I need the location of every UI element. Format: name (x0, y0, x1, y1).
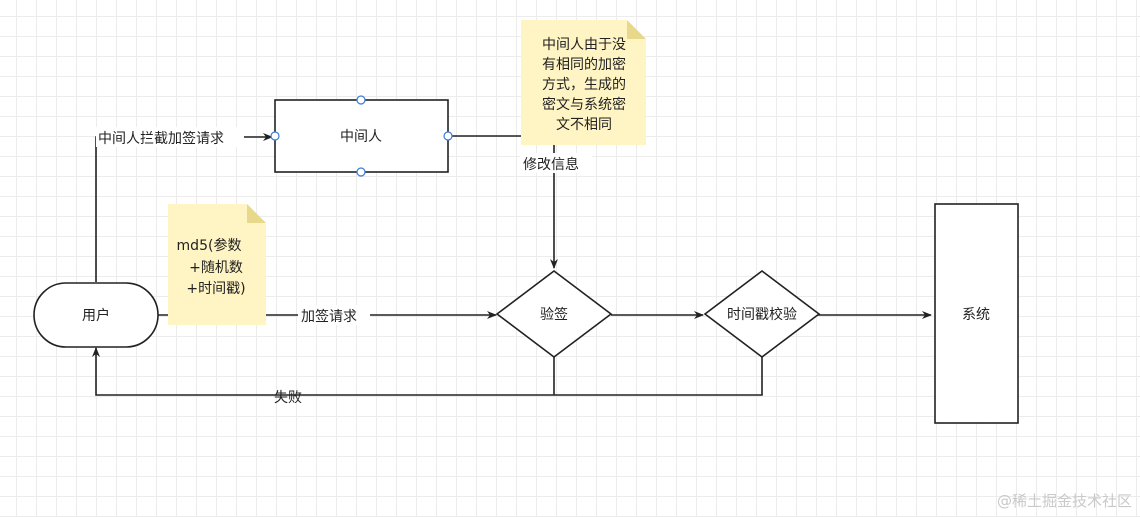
node-user[interactable]: 用户 (33, 282, 159, 348)
node-user-label: 用户 (82, 307, 110, 324)
note-middleman-line: 密文与系统密 (542, 96, 626, 113)
connection-handle-top[interactable] (356, 95, 366, 105)
edge-label-intercept: 中间人拦截加签请求 (98, 130, 224, 147)
note-middleman-line: 方式，生成的 (542, 77, 626, 93)
watermark: @稀土掘金技术社区 (997, 492, 1132, 510)
node-system-label: 系统 (962, 307, 990, 323)
node-timestamp-check-label: 时间戳校验 (727, 306, 797, 323)
connection-handle-left[interactable] (270, 131, 280, 141)
note-middleman-line: 中间人由于没 (542, 37, 626, 53)
note-md5[interactable]: md5(参数 +随机数 +时间戳) (168, 204, 266, 325)
note-middleman[interactable]: 中间人由于没 有相同的加密 方式，生成的 密文与系统密 文不相同 (521, 20, 646, 145)
edge-label-bg (298, 305, 370, 325)
node-system[interactable]: 系统 (934, 203, 1019, 424)
note-md5-line: +时间戳) (186, 281, 245, 297)
node-timestamp-check[interactable]: 时间戳校验 (703, 269, 821, 359)
edge-timestamp-fail-to-user (92, 347, 763, 396)
edge-label-sign-request: 加签请求 (301, 308, 357, 325)
edge-label-modify: 修改信息 (523, 156, 579, 173)
node-verify-sign-label: 验签 (540, 306, 568, 323)
connection-handle-right[interactable] (443, 131, 453, 141)
edge-label-bg (96, 127, 244, 147)
note-md5-line: md5(参数 (177, 237, 242, 254)
note-middleman-line: 有相同的加密 (542, 56, 626, 73)
edge-label-fail: 失败 (274, 390, 302, 406)
edge-label-bg (520, 153, 592, 173)
node-verify-sign[interactable]: 验签 (495, 269, 613, 359)
note-md5-line: +随机数 (189, 260, 243, 276)
node-middleman[interactable]: 中间人 (270, 95, 453, 177)
connection-handle-bottom[interactable] (356, 167, 366, 177)
node-middleman-label: 中间人 (340, 129, 382, 145)
note-middleman-line: 文不相同 (556, 117, 612, 133)
